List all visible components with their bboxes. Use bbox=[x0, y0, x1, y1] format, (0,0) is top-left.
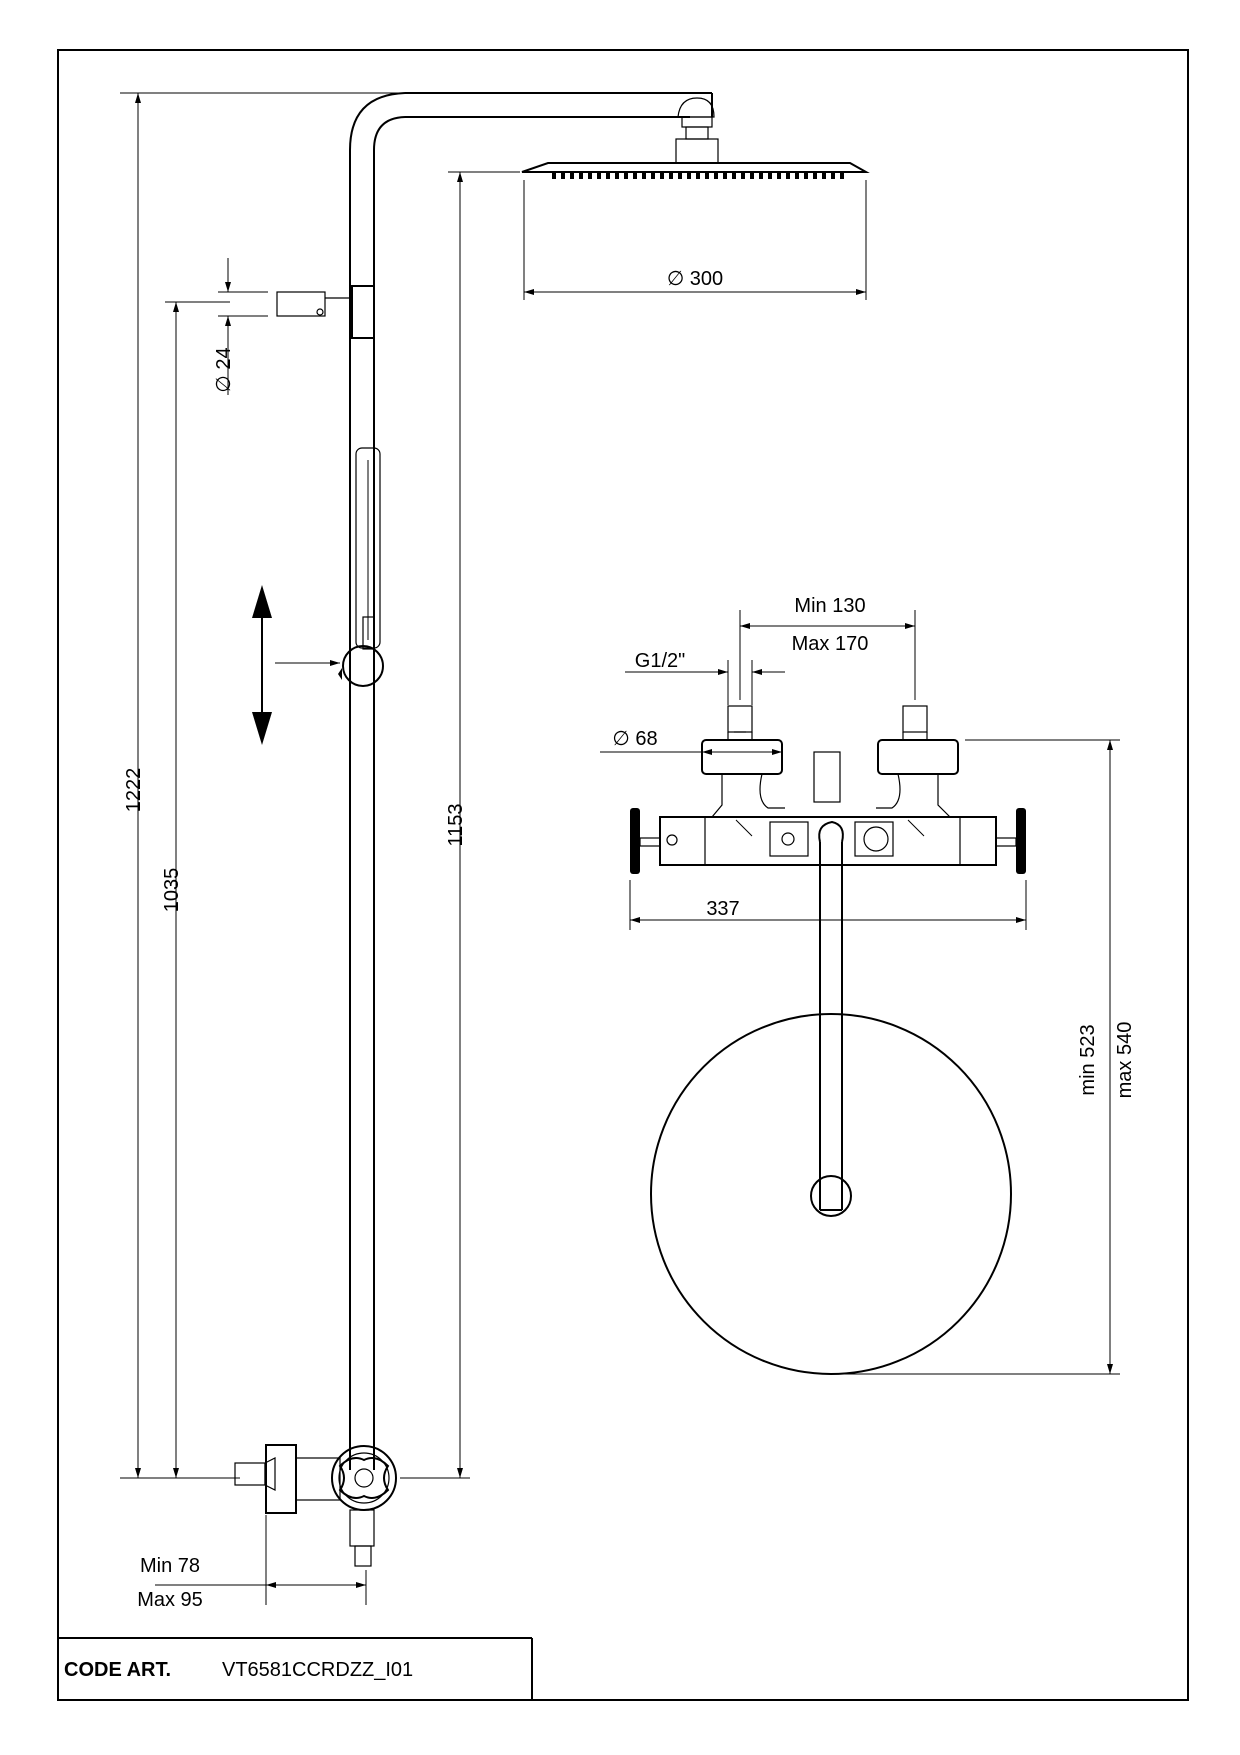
dim-min-centres: Min 130 bbox=[794, 595, 865, 617]
nozzle bbox=[561, 172, 565, 179]
nozzle bbox=[579, 172, 583, 179]
nozzle bbox=[660, 172, 664, 179]
nozzle bbox=[840, 172, 844, 179]
shower-column-side-view: 1222 1035 1153 ∅ 300 ∅ 24 Min 78 Max 95 bbox=[120, 92, 870, 1611]
nozzle bbox=[741, 172, 745, 179]
nozzle bbox=[768, 172, 772, 179]
dim-flange-diameter: ∅ 68 bbox=[612, 728, 657, 750]
article-code: VT6581CCRDZZ_I01 bbox=[222, 1659, 413, 1681]
dim-max-height: max 540 bbox=[1114, 1022, 1136, 1099]
nozzle bbox=[804, 172, 808, 179]
dim-thread: G1/2" bbox=[635, 650, 685, 672]
nozzle bbox=[777, 172, 781, 179]
dim-max-projection: Max 95 bbox=[137, 1589, 203, 1611]
mixer-front-view: Min 130 Max 170 G1/2" ∅ 68 337 min 523 m… bbox=[600, 595, 1136, 1375]
dim-head-height: 1153 bbox=[445, 803, 467, 846]
nozzle bbox=[759, 172, 763, 179]
dim-min-projection: Min 78 bbox=[140, 1555, 200, 1577]
dim-holder-height: 1035 bbox=[161, 868, 183, 913]
nozzle bbox=[786, 172, 790, 179]
dim-valve-width: 337 bbox=[706, 898, 739, 920]
nozzle bbox=[615, 172, 619, 179]
sheet-border bbox=[57, 49, 1189, 1701]
nozzle bbox=[813, 172, 817, 179]
dim-max-centres: Max 170 bbox=[792, 633, 869, 655]
nozzle bbox=[714, 172, 718, 179]
nozzle bbox=[705, 172, 709, 179]
nozzle bbox=[822, 172, 826, 179]
title-block: CODE ART. VT6581CCRDZZ_I01 bbox=[58, 1637, 533, 1700]
nozzle bbox=[588, 172, 592, 179]
nozzle bbox=[696, 172, 700, 179]
nozzle bbox=[831, 172, 835, 179]
nozzle bbox=[687, 172, 691, 179]
nozzle bbox=[750, 172, 754, 179]
dim-head-diameter: ∅ 300 bbox=[667, 268, 723, 290]
nozzle bbox=[651, 172, 655, 179]
nozzle bbox=[642, 172, 646, 179]
nozzle bbox=[723, 172, 727, 179]
nozzle bbox=[606, 172, 610, 179]
nozzle bbox=[678, 172, 682, 179]
shower-head-nozzles bbox=[552, 172, 844, 179]
nozzle bbox=[552, 172, 556, 179]
nozzle bbox=[795, 172, 799, 179]
nozzle bbox=[570, 172, 574, 179]
nozzle bbox=[633, 172, 637, 179]
nozzle bbox=[732, 172, 736, 179]
dim-min-height: min 523 bbox=[1077, 1024, 1099, 1095]
title-block-label: CODE ART. bbox=[64, 1659, 171, 1681]
dim-holder-diameter: ∅ 24 bbox=[213, 347, 235, 392]
nozzle bbox=[669, 172, 673, 179]
nozzle bbox=[597, 172, 601, 179]
dim-total-arm-height: 1222 bbox=[123, 768, 145, 813]
nozzle bbox=[624, 172, 628, 179]
